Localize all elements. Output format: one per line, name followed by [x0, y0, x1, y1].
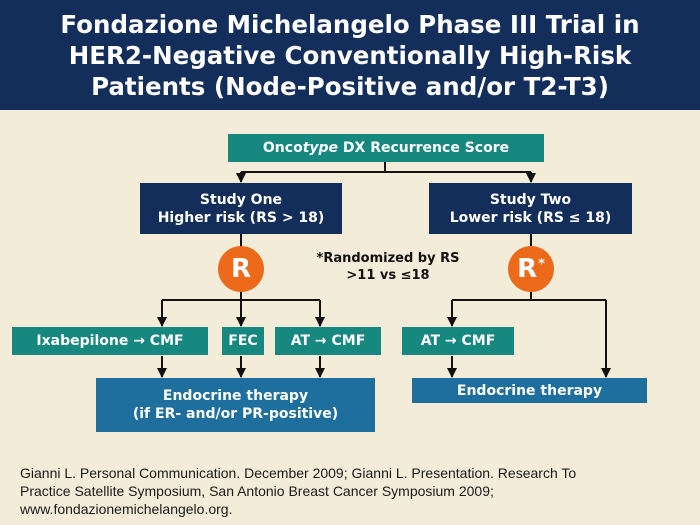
randomization-note-line-1: *Randomized by RS: [316, 251, 460, 266]
study-one-title: Study One: [199, 191, 283, 208]
citation: Gianni L. Personal Communication. Decemb…: [20, 464, 685, 518]
arm-at-cmf-one: AT → CMF: [275, 327, 381, 355]
randomization-note: *Randomized by RS >11 vs ≤18: [288, 250, 488, 284]
citation-line-2: Practice Satellite Symposium, San Antoni…: [20, 483, 494, 499]
arm-at-cmf-two: AT → CMF: [402, 327, 514, 355]
endocrine-one-line-1: Endocrine therapy: [162, 388, 309, 404]
citation-line-3: www.fondazionemichelangelo.org.: [20, 501, 233, 517]
citation-line-1: Gianni L. Personal Communication. Decemb…: [20, 465, 577, 481]
title-line-2: HER2-Negative Conventionally High-Risk: [68, 40, 632, 70]
randomize-two-asterisk: *: [538, 256, 545, 272]
endocrine-therapy-one: Endocrine therapy (if ER- and/or PR-posi…: [96, 378, 375, 432]
study-two-title: Study Two: [489, 191, 572, 208]
randomize-circle-two: R*: [508, 246, 554, 292]
study-one-subtitle: Higher risk (RS > 18): [157, 209, 325, 226]
arm-ixabepilone-cmf: Ixabepilone → CMF: [12, 327, 208, 355]
study-two-box: Study Two Lower risk (RS ≤ 18): [429, 183, 632, 234]
randomize-circle-one: R: [218, 246, 264, 292]
randomization-note-line-2: >11 vs ≤18: [346, 268, 430, 283]
study-one-box: Study One Higher risk (RS > 18): [140, 183, 342, 234]
endocrine-one-line-2: (if ER- and/or PR-positive): [132, 406, 339, 422]
recurrence-score-box: Oncotype DX Recurrence Score: [228, 134, 544, 162]
arm-fec: FEC: [222, 327, 264, 355]
title-line-3: Patients (Node-Positive and/or T2-T3): [91, 71, 609, 101]
randomize-two-label: R: [517, 254, 538, 284]
endocrine-therapy-two: Endocrine therapy: [412, 378, 647, 403]
randomize-one-label: R: [230, 254, 252, 284]
recurrence-score-label: Oncotype DX Recurrence Score: [262, 140, 510, 156]
study-two-subtitle: Lower risk (RS ≤ 18): [449, 209, 612, 226]
title-bar: Fondazione Michelangelo Phase III Trial …: [0, 0, 700, 110]
title-line-1: Fondazione Michelangelo Phase III Trial …: [60, 9, 640, 39]
slide-title: Fondazione Michelangelo Phase III Trial …: [60, 9, 639, 102]
